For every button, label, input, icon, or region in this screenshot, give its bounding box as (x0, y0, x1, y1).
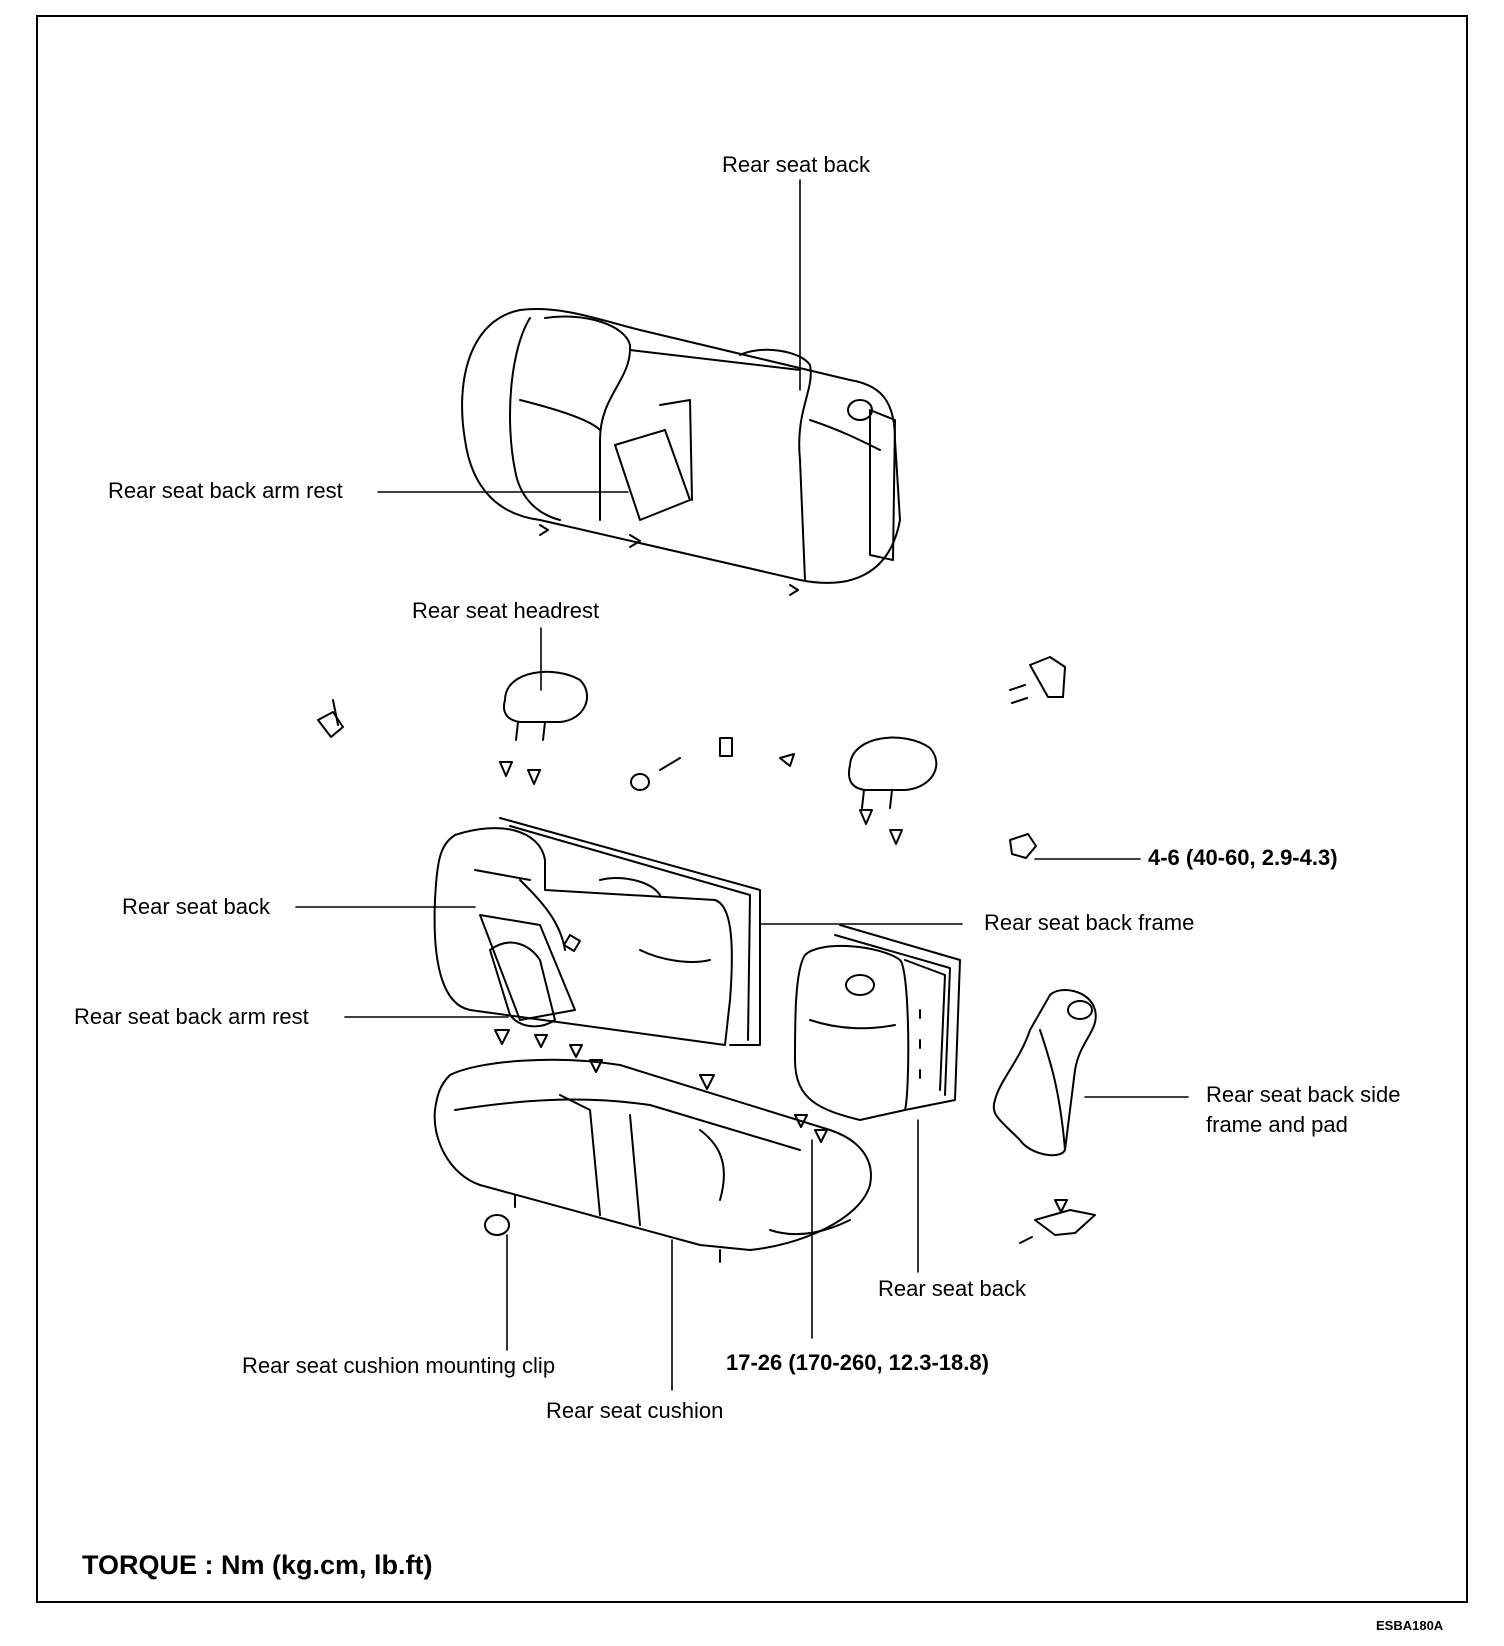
label-side-frame-line2: frame and pad (1206, 1112, 1348, 1137)
label-side-frame-line1: Rear seat back side (1206, 1082, 1401, 1107)
label-arm-rest-bottom: Rear seat back arm rest (74, 1004, 309, 1029)
label-torque-bracket: 4-6 (40-60, 2.9-4.3) (1148, 845, 1338, 870)
lower-seat-back (433, 817, 761, 1046)
label-cushion-clip: Rear seat cushion mounting clip (242, 1353, 556, 1378)
label-headrest: Rear seat headrest (412, 598, 600, 623)
label-arm-rest-top: Rear seat back arm rest (108, 478, 343, 503)
right-seat-back (794, 924, 961, 1121)
label-rear-seat-back-top: Rear seat back (722, 152, 870, 177)
label-rear-seat-back-left: Rear seat back (122, 894, 270, 919)
label-seat-back-frame: Rear seat back frame (984, 910, 1195, 935)
figure-code: ESBA180A (1376, 1618, 1444, 1633)
leader-lines (295, 179, 1189, 1391)
label-rear-seat-back-right: Rear seat back (878, 1276, 1026, 1301)
headrest-right (847, 736, 938, 809)
seat-cushion (433, 1058, 872, 1263)
upper-seat-back (461, 308, 901, 596)
torque-note: TORQUE : Nm (kg.cm, lb.ft) (82, 1550, 433, 1580)
diagram-frame (36, 15, 1468, 1603)
hardware-pieces (317, 656, 1096, 1244)
side-frame-pad (992, 989, 1097, 1157)
label-seat-cushion: Rear seat cushion (546, 1398, 724, 1423)
label-torque-cushion: 17-26 (170-260, 12.3-18.8) (726, 1350, 989, 1375)
headrest-left (502, 670, 589, 741)
